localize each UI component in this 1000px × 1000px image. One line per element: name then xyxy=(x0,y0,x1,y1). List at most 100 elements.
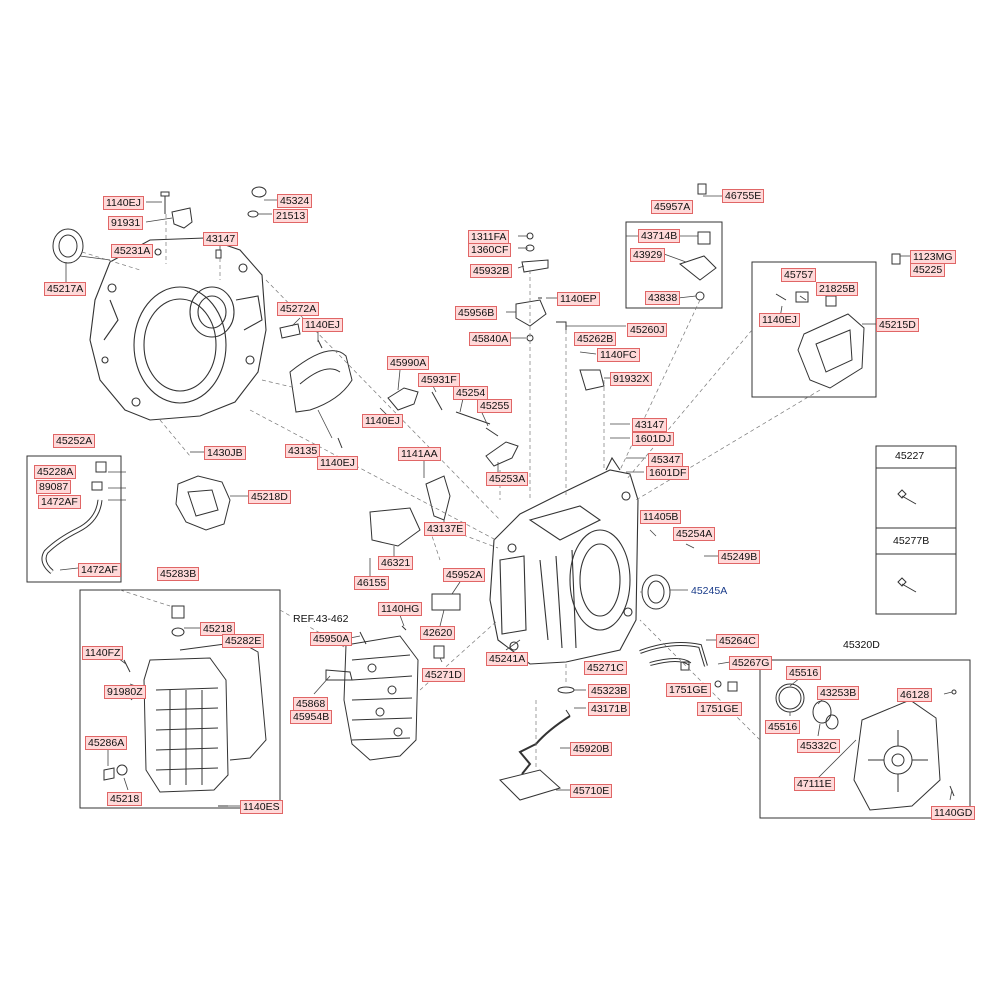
part-label-45950A[interactable]: 45950A xyxy=(310,632,353,646)
part-label-21825B[interactable]: 21825B xyxy=(816,282,859,296)
part-label-1472AF[interactable]: 1472AF xyxy=(38,495,81,509)
part-label-1751GE-b[interactable]: 1751GE xyxy=(697,702,742,716)
part-label-45252A[interactable]: 45252A xyxy=(53,434,96,448)
part-label-45218[interactable]: 45218 xyxy=(200,622,236,636)
part-label-45323B[interactable]: 45323B xyxy=(588,684,631,698)
part-label-1140EJ-b[interactable]: 1140EJ xyxy=(302,318,343,332)
part-label-43147[interactable]: 43147 xyxy=(203,232,239,246)
part-label-45757[interactable]: 45757 xyxy=(781,268,817,282)
shroud-43135 xyxy=(289,350,353,449)
part-label-1140FC[interactable]: 1140FC xyxy=(597,348,640,362)
part-label-1140EJ-c[interactable]: 1140EJ xyxy=(317,456,358,470)
part-label-45286A[interactable]: 45286A xyxy=(85,736,128,750)
part-label-46155[interactable]: 46155 xyxy=(354,576,390,590)
part-label-45840A[interactable]: 45840A xyxy=(469,332,512,346)
part-label-1430JB[interactable]: 1430JB xyxy=(204,446,246,460)
part-label-1601DJ[interactable]: 1601DJ xyxy=(632,432,675,446)
part-label-91932X[interactable]: 91932X xyxy=(610,372,653,386)
part-label-1472AF-b[interactable]: 1472AF xyxy=(78,563,121,577)
part-label-11405B[interactable]: 11405B xyxy=(640,510,682,524)
part-label-43137E[interactable]: 43137E xyxy=(424,522,467,536)
part-label-45225[interactable]: 45225 xyxy=(910,263,946,277)
part-label-45868[interactable]: 45868 xyxy=(293,697,329,711)
part-label-43135[interactable]: 43135 xyxy=(285,444,321,458)
part-label-45255[interactable]: 45255 xyxy=(477,399,513,413)
part-label-1360CF[interactable]: 1360CF xyxy=(468,243,512,257)
part-label-45228A[interactable]: 45228A xyxy=(34,465,77,479)
part-label-45215D[interactable]: 45215D xyxy=(876,318,919,332)
part-label-45347[interactable]: 45347 xyxy=(648,453,684,467)
part-label-47111E[interactable]: 47111E xyxy=(794,777,835,791)
part-label-45516-b[interactable]: 45516 xyxy=(765,720,801,734)
part-label-1141AA[interactable]: 1141AA xyxy=(398,447,441,461)
part-label-21513[interactable]: 21513 xyxy=(273,209,309,223)
part-label-45253A[interactable]: 45253A xyxy=(486,472,529,486)
part-label-45516[interactable]: 45516 xyxy=(786,666,822,680)
part-label-1311FA[interactable]: 1311FA xyxy=(468,230,510,244)
part-label-91980Z[interactable]: 91980Z xyxy=(104,685,146,699)
part-label-45324[interactable]: 45324 xyxy=(277,194,313,208)
part-label-43147-b[interactable]: 43147 xyxy=(632,418,668,432)
part-label-1140HG[interactable]: 1140HG xyxy=(378,602,423,616)
part-label-1123MG[interactable]: 1123MG xyxy=(910,250,956,264)
reference-label[interactable]: REF.43-462 xyxy=(290,612,352,626)
part-label-45264C[interactable]: 45264C xyxy=(716,634,759,648)
part-label-45952A[interactable]: 45952A xyxy=(443,568,486,582)
part-label-45710E[interactable]: 45710E xyxy=(570,784,613,798)
part-label-45271D[interactable]: 45271D xyxy=(422,668,465,682)
part-label-43929[interactable]: 43929 xyxy=(630,248,666,262)
part-label-1140EJ-e[interactable]: 1140EJ xyxy=(759,313,800,327)
part-label-46755E[interactable]: 46755E xyxy=(722,189,765,203)
part-label-43253B[interactable]: 43253B xyxy=(817,686,860,700)
part-label-45260J[interactable]: 45260J xyxy=(627,323,668,337)
cover-group-box xyxy=(759,659,971,819)
part-label-45241A[interactable]: 45241A xyxy=(486,652,529,666)
part-label-45249B[interactable]: 45249B xyxy=(718,550,761,564)
part-label-45932B[interactable]: 45932B xyxy=(470,264,513,278)
part-label-45954B[interactable]: 45954B xyxy=(290,710,333,724)
part-label-45245A[interactable]: 45245A xyxy=(688,584,731,598)
part-label-46128[interactable]: 46128 xyxy=(897,688,933,702)
part-label-45956B[interactable]: 45956B xyxy=(455,306,498,320)
part-label-89087[interactable]: 89087 xyxy=(36,480,72,494)
part-label-45320D[interactable]: 45320D xyxy=(840,638,883,652)
part-label-1140EP[interactable]: 1140EP xyxy=(557,292,600,306)
part-label-45272A[interactable]: 45272A xyxy=(277,302,320,316)
part-label-45262B[interactable]: 45262B xyxy=(574,332,617,346)
part-label-1140FZ[interactable]: 1140FZ xyxy=(82,646,124,660)
part-label-45990A[interactable]: 45990A xyxy=(387,356,430,370)
part-label-46321[interactable]: 46321 xyxy=(378,556,414,570)
part-label-45218D[interactable]: 45218D xyxy=(248,490,291,504)
part-label-45283B[interactable]: 45283B xyxy=(157,567,200,581)
part-label-42620[interactable]: 42620 xyxy=(420,626,456,640)
bracket-group-box xyxy=(625,221,723,309)
table-header-45227[interactable]: 45227 xyxy=(895,450,925,462)
part-label-1140EJ-d[interactable]: 1140EJ xyxy=(362,414,403,428)
part-label-45332C[interactable]: 45332C xyxy=(797,739,840,753)
part-label-45271C[interactable]: 45271C xyxy=(584,661,627,675)
part-label-1140GD[interactable]: 1140GD xyxy=(931,806,976,820)
part-label-45267G[interactable]: 45267G xyxy=(729,656,773,670)
table-header-45277B[interactable]: 45277B xyxy=(893,535,930,547)
part-label-45218-b[interactable]: 45218 xyxy=(107,792,143,806)
valve-body-drawing xyxy=(325,631,419,761)
part-label-43838[interactable]: 43838 xyxy=(645,291,681,305)
part-label-1140EJ[interactable]: 1140EJ xyxy=(103,196,144,210)
part-label-45254[interactable]: 45254 xyxy=(453,386,489,400)
part-label-45254A[interactable]: 45254A xyxy=(673,527,716,541)
part-label-43714B[interactable]: 43714B xyxy=(638,229,681,243)
part-label-91931[interactable]: 91931 xyxy=(108,216,144,230)
oil-seal-45245A xyxy=(641,574,671,610)
bolt-table xyxy=(875,445,957,615)
part-label-45920B[interactable]: 45920B xyxy=(570,742,613,756)
part-label-1751GE[interactable]: 1751GE xyxy=(666,683,711,697)
part-label-45957A[interactable]: 45957A xyxy=(651,200,694,214)
part-label-45217A[interactable]: 45217A xyxy=(44,282,87,296)
part-label-45282E[interactable]: 45282E xyxy=(222,634,265,648)
part-label-43171B[interactable]: 43171B xyxy=(588,702,631,716)
part-label-1601DF[interactable]: 1601DF xyxy=(646,466,690,480)
part-label-1140ES[interactable]: 1140ES xyxy=(240,800,283,814)
part-label-45231A[interactable]: 45231A xyxy=(111,244,154,258)
part-label-45931F[interactable]: 45931F xyxy=(418,373,460,387)
